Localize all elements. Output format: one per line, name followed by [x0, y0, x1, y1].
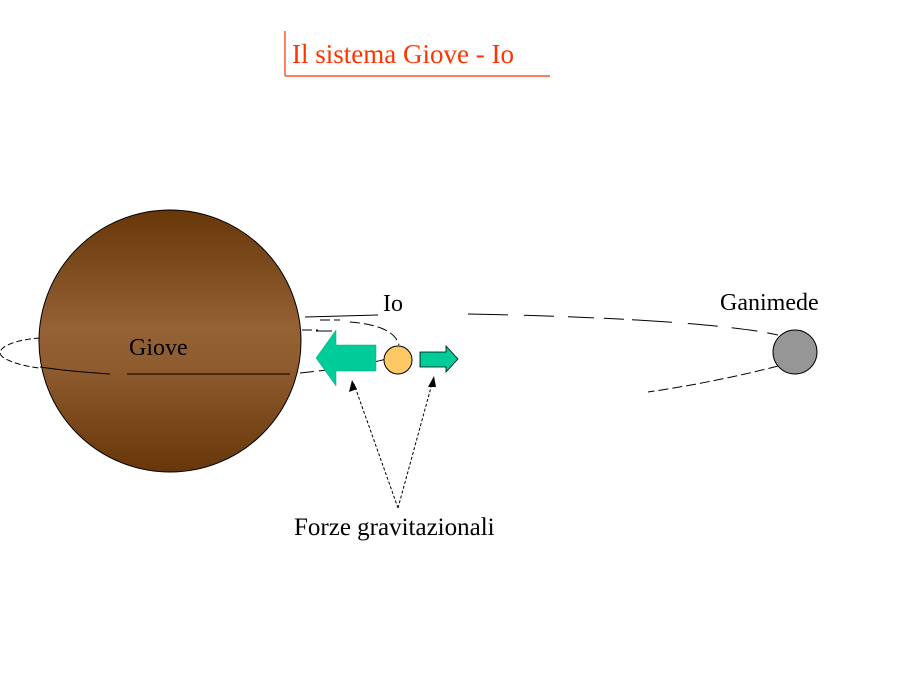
- io-label: Io: [383, 291, 403, 317]
- forces-label: Forze gravitazionali: [294, 514, 495, 541]
- force-arrow-to-jupiter: [315, 329, 377, 387]
- pointer-line-right: [397, 379, 434, 509]
- pointer-line-left: [353, 383, 399, 509]
- io-orbit-back: [302, 319, 400, 346]
- page-title: Il sistema Giove - Io: [292, 39, 514, 69]
- force-arrow-to-ganymede: [419, 344, 459, 374]
- pointer-arrowhead-left: [349, 380, 357, 392]
- ganymede-orbit-front: [647, 365, 779, 393]
- title-box: Il sistema Giove - Io: [284, 31, 550, 77]
- ganymede-moon: [772, 329, 818, 375]
- jupiter-label: Giove: [129, 335, 188, 361]
- io-orbit-left: [0, 337, 41, 369]
- ganymede-orbit-segment-left: [304, 314, 379, 318]
- jupiter-planet: [38, 209, 302, 473]
- io-orbit-front: [39, 366, 290, 375]
- ganymede-label: Ganimede: [720, 290, 819, 316]
- pointer-arrowhead-right: [428, 376, 436, 387]
- ganymede-orbit-back: [467, 313, 779, 336]
- io-moon: [383, 345, 413, 375]
